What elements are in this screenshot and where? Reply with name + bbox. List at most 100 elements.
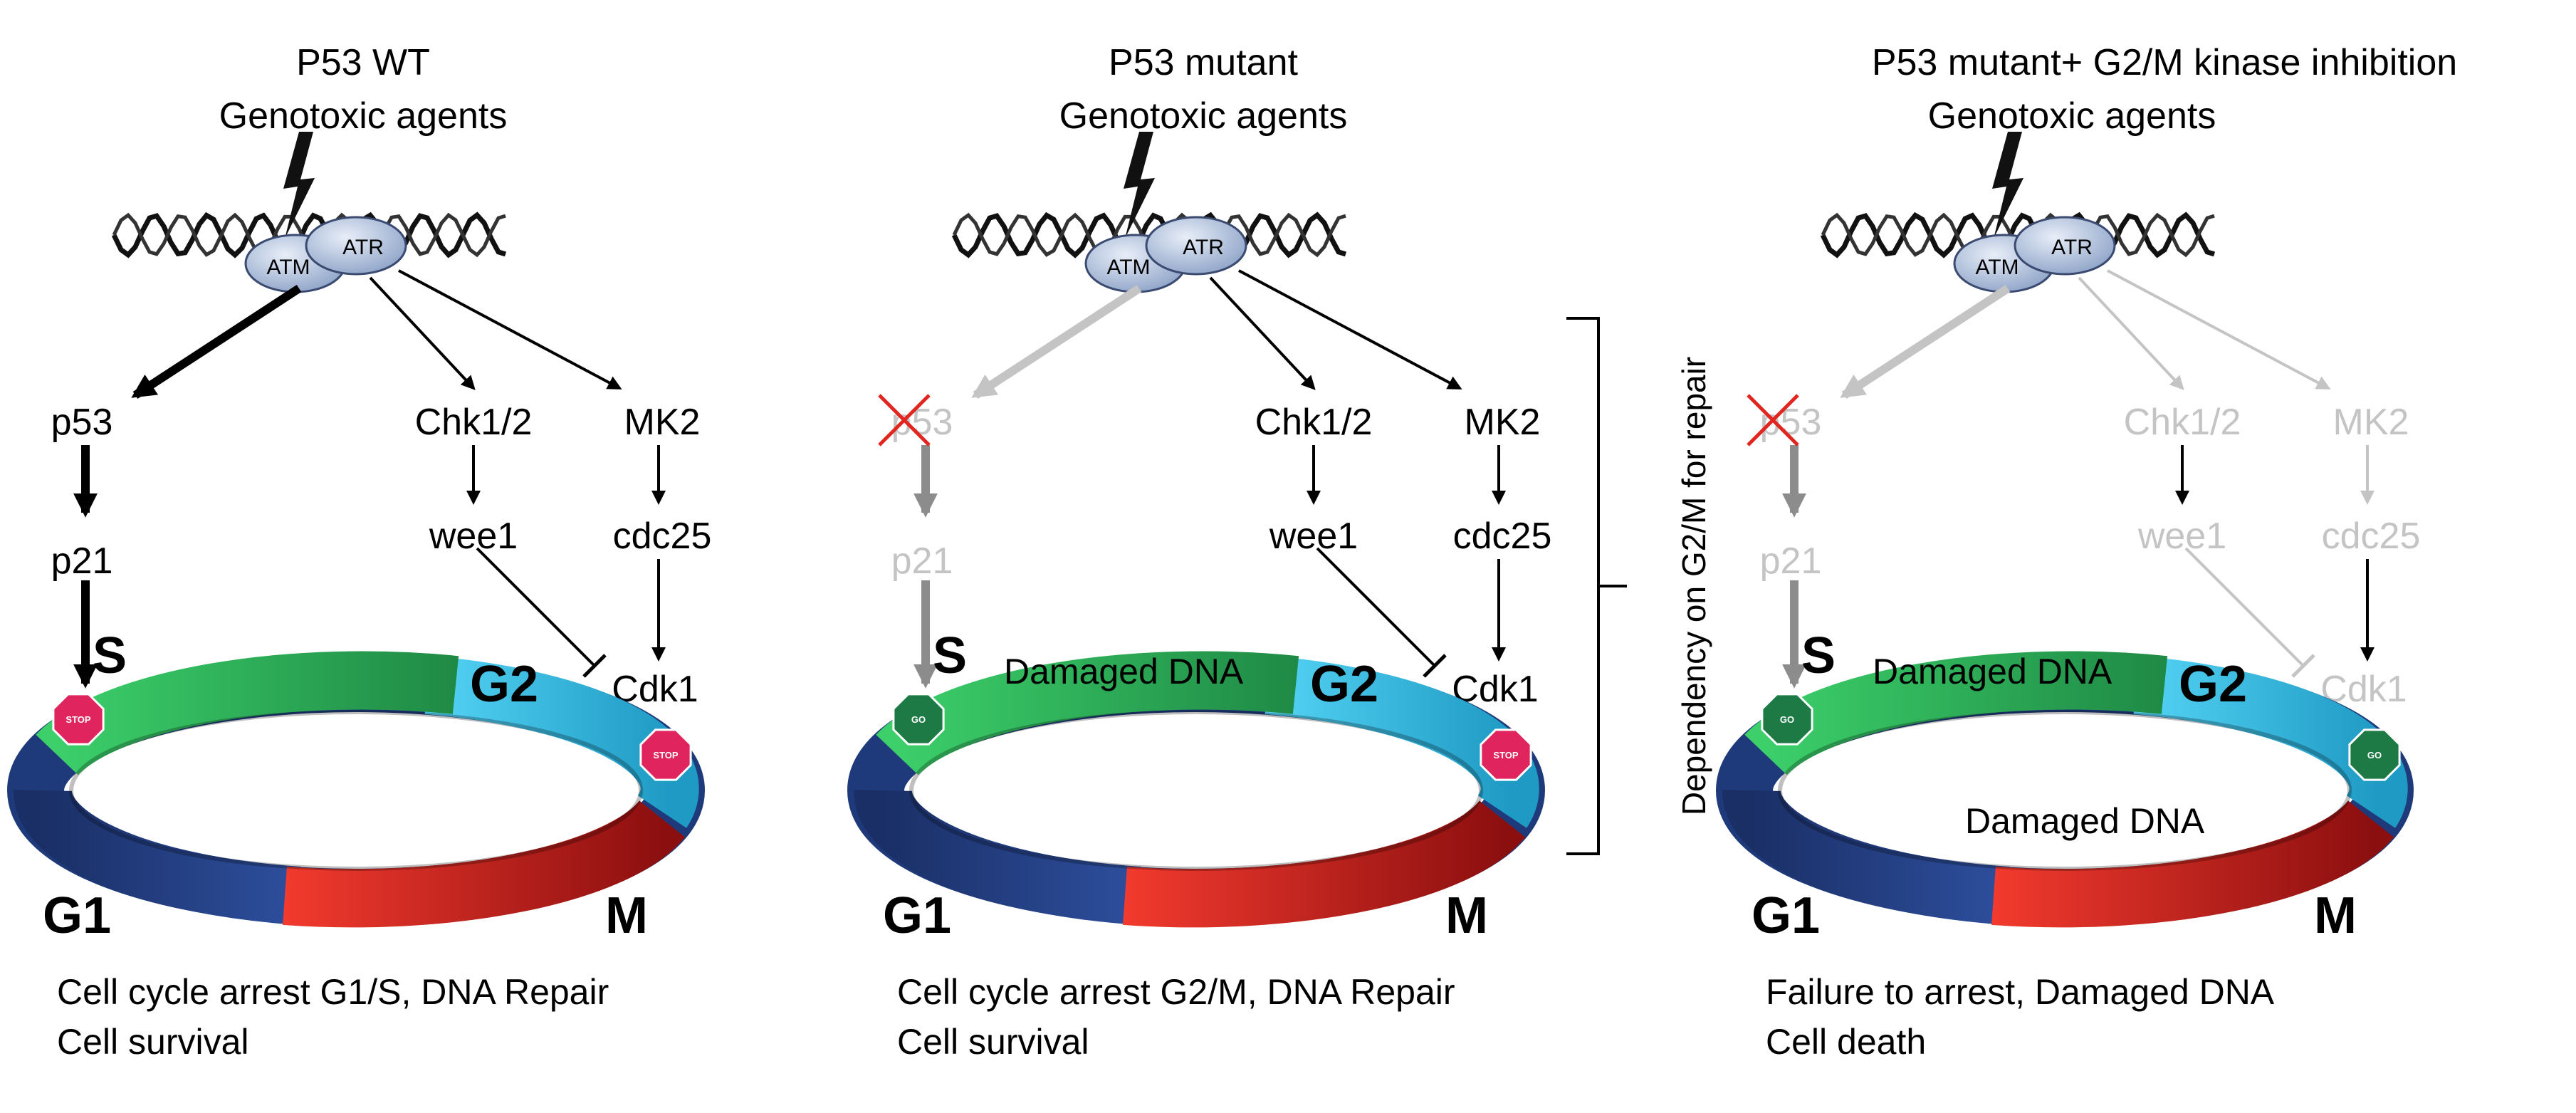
lightning-bolt-icon: [1992, 132, 2023, 239]
checkpoint-sign-g2m-go-icon: GO: [2348, 728, 2401, 781]
phase-arc-m: [1123, 800, 1525, 928]
checkpoint-sign-g1s-text: STOP: [66, 714, 90, 725]
bracket-line: [1566, 317, 1627, 855]
checkpoint-sign-g1s-text: GO: [1780, 714, 1794, 725]
dna-strand-1: [1820, 211, 2216, 258]
panel-3: P53 mutant+ G2/M kinase inhibitionGenoto…: [1716, 42, 2457, 1062]
node-wee1: wee1: [2137, 516, 2226, 557]
damaged-dna-label: Damaged DNA: [1873, 652, 2112, 691]
node-mk2: MK2: [2333, 402, 2409, 443]
phase-label-g1: G1: [883, 887, 951, 944]
phase-arc-g2: [1265, 656, 1539, 828]
damaged-dna-label: Damaged DNA: [1004, 652, 1244, 691]
phase-label-g1: G1: [43, 887, 111, 944]
damaged-dna-label-2: Damaged DNA: [1965, 801, 2205, 841]
checkpoint-sign-g2m-stop-icon: STOP: [1480, 728, 1532, 781]
g2m-dependency-bracket: Dependency on G2/M for repair: [1566, 317, 1712, 855]
node-p21: p21: [891, 540, 953, 582]
checkpoint-sign-g1s-go-icon: GO: [1761, 693, 1813, 746]
lightning-bolt-icon: [283, 132, 315, 239]
checkpoint-sign-g2m-stop-icon: STOP: [639, 728, 692, 781]
phase-label-g1: G1: [1752, 887, 1820, 944]
node-mk2: MK2: [1465, 402, 1541, 443]
checkpoint-sign-g1s-text: GO: [911, 714, 926, 725]
outcome-line-1: Failure to arrest, Damaged DNA: [1766, 972, 2275, 1012]
atm-label: ATM: [1975, 256, 2019, 279]
node-mk2: MK2: [624, 402, 701, 443]
node-cdc25: cdc25: [2322, 516, 2421, 557]
checkpoint-sign-g1s-go-icon: GO: [892, 693, 945, 746]
node-wee1: wee1: [429, 516, 518, 557]
cell-cycle-ring: [1716, 651, 2414, 928]
panel-header-title: P53 mutant+ G2/M kinase inhibition: [1872, 42, 2457, 83]
phase-label-g2: G2: [2179, 656, 2247, 713]
panel-header-subtitle: Genotoxic agents: [1059, 95, 1348, 137]
node-cdc25: cdc25: [613, 516, 712, 557]
panel-header-subtitle: Genotoxic agents: [1928, 95, 2216, 137]
checkpoint-sign-g1s-stop-icon: STOP: [52, 693, 105, 746]
node-wee1: wee1: [1269, 516, 1358, 557]
atr-enzyme: [1145, 216, 1247, 276]
outcome-line-2: Cell survival: [897, 1022, 1089, 1062]
dna-strand-1: [951, 211, 1347, 258]
outcome-line-2: Cell survival: [57, 1022, 249, 1062]
phase-arc-g1: [14, 789, 301, 925]
phase-arc-g2: [2133, 656, 2408, 828]
cell-cycle-ring: [7, 651, 705, 928]
checkpoint-sign-g2m-text: GO: [2367, 750, 2382, 761]
ring-inner-shadow: [909, 710, 1483, 871]
phase-label-s: S: [93, 627, 127, 684]
atr-to-chk-arrow: [2078, 276, 2184, 390]
node-chk12: Chk1/2: [2124, 402, 2241, 443]
node-cdc25: cdc25: [1453, 516, 1552, 557]
phase-label-s: S: [1801, 627, 1836, 684]
phase-arc-g1: [854, 789, 1141, 925]
atr-enzyme: [305, 216, 407, 276]
outcome-line-1: Cell cycle arrest G2/M, DNA Repair: [897, 972, 1455, 1012]
wee1-inhibits-cdk1-line: [2184, 547, 2305, 667]
phase-label-m: M: [1445, 887, 1488, 944]
panel-header-subtitle: Genotoxic agents: [219, 95, 508, 137]
p53-inactive-cross-icon: [1747, 394, 1799, 446]
phase-label-g2: G2: [1310, 656, 1378, 713]
atm-label: ATM: [1106, 256, 1150, 279]
node-p53: p53: [51, 402, 113, 443]
atm-to-p53-arrow: [971, 284, 1142, 399]
outcome-line-1: Cell cycle arrest G1/S, DNA Repair: [57, 972, 609, 1012]
node-chk12: Chk1/2: [1255, 402, 1373, 443]
phase-arc-m: [1991, 800, 2394, 928]
panel-header-title: P53 mutant: [1109, 42, 1298, 83]
phase-label-m: M: [605, 887, 648, 944]
atr-to-mk2-arrow: [1238, 269, 1462, 390]
p53-inactive-cross-icon: [878, 394, 931, 446]
cell-cycle-ring: [847, 651, 1545, 928]
atm-label: ATM: [266, 256, 310, 279]
node-p21: p21: [51, 540, 113, 582]
dna-strand-1: [111, 211, 507, 258]
atr-label: ATR: [2051, 236, 2093, 259]
panel-header-title: P53 WT: [296, 42, 430, 83]
phase-label-s: S: [933, 627, 967, 684]
atr-enzyme: [2014, 216, 2116, 276]
phase-label-g2: G2: [470, 656, 538, 713]
bracket-label: Dependency on G2/M for repair: [1675, 357, 1712, 815]
phase-arc-g2: [424, 656, 699, 828]
checkpoint-sign-g2m-text: STOP: [1493, 750, 1518, 761]
ring-inner-shadow: [1778, 710, 2352, 871]
atr-to-mk2-arrow: [398, 269, 622, 390]
phase-arc-g1: [1722, 789, 2010, 925]
atr-label: ATR: [1183, 236, 1224, 259]
inhibition-bar: [2291, 654, 2315, 678]
outcome-line-2: Cell death: [1766, 1022, 1926, 1062]
node-p21: p21: [1760, 540, 1822, 582]
atr-to-mk2-arrow: [2107, 269, 2331, 390]
wee1-inhibits-cdk1-line: [476, 547, 596, 667]
lightning-bolt-icon: [1124, 132, 1155, 239]
node-chk12: Chk1/2: [415, 402, 533, 443]
wee1-inhibits-cdk1-line: [1316, 547, 1436, 667]
phase-arc-m: [283, 800, 685, 928]
